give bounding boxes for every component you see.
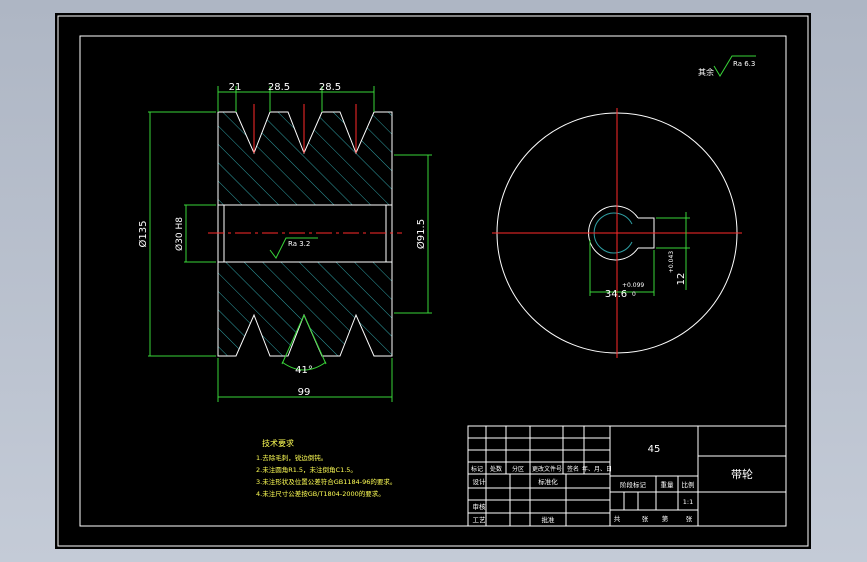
drawing-sheet: 21 28.5 28.5 Ø135 Ø30 H8 Ø91.5 41° 99 Ra… [57,15,809,547]
dim-keyway-depth: 34.6 [605,289,627,300]
tb-sheet-no: 第 [662,514,669,523]
tb-stage-mark: 阶段标记 [620,480,647,489]
material: 45 [648,444,661,455]
part-name: 带轮 [731,467,753,481]
tb-sheets-total-unit: 张 [642,514,649,523]
cad-drawing-viewport[interactable]: 21 28.5 28.5 Ø135 Ø30 H8 Ø91.5 41° 99 Ra… [55,13,811,549]
roughness-rest-label: 其余 [698,67,714,77]
upper-profile [217,111,393,206]
dim-keyway-width-tol: +0.043 [668,251,675,273]
dim-width: 99 [298,387,311,398]
tb-standardize: 标准化 [538,477,558,486]
section-dimensions [148,86,432,402]
dim-hub-diameter: Ø91.5 [415,219,427,249]
roughness-rest-symbol [713,55,756,77]
lower-section-hatch [218,262,392,356]
tb-weight: 重量 [661,481,675,489]
side-dimensions [589,212,690,296]
outer-border [57,15,809,547]
dim-groove-pitch-1: 21 [229,82,242,93]
upper-section-hatch [218,112,392,205]
dim-groove-pitch-3: 28.5 [319,82,341,93]
tb-header-doc: 更改文件号 [532,465,562,473]
roughness-bore-symbol [269,237,318,259]
tb-sheets-total: 共 [614,514,621,523]
tb-header-date: 年、月、日 [582,465,612,473]
dim-outer-diameter: Ø135 [137,221,149,248]
tb-header-mark: 标记 [471,465,483,473]
dim-keyway-width: 12 [676,273,687,286]
tb-scale-label: 比例 [682,480,695,489]
roughness-bore-value: Ra 3.2 [288,240,310,248]
tech-req-item-1: 1.去除毛刺，锐边倒钝。 [256,453,327,462]
tb-header-count: 处数 [490,465,502,473]
tb-header-sign: 签名 [567,465,579,473]
dim-keyway-depth-tol2: 0 [632,291,636,298]
inner-frame [79,35,787,527]
tech-req-item-2: 2.未注圆角R1.5，未注倒角C1.5。 [256,465,357,474]
tb-review: 审核 [473,502,487,511]
dim-groove-angle: 41° [295,365,313,376]
tb-process: 工艺 [473,516,487,524]
side-view [492,108,742,358]
tech-req-item-3: 3.未注形状及位置公差符合GB1184-96的要求。 [256,477,396,486]
tech-requirements: 技术要求 1.去除毛刺，锐边倒钝。 2.未注圆角R1.5，未注倒角C1.5。 3… [256,438,396,498]
tech-req-title: 技术要求 [262,438,294,448]
tb-sheet-no-unit: 张 [686,514,693,523]
dim-keyway-depth-tol: +0.099 [622,282,644,289]
dim-groove-pitch-2: 28.5 [268,82,290,93]
tb-header-zone: 分区 [512,465,524,473]
title-block-grid [467,425,787,527]
tb-approve: 批准 [542,515,556,524]
tb-scale: 1:1 [683,498,693,506]
dim-bore-diameter: Ø30 H8 [174,217,185,251]
roughness-rest-value: Ra 6.3 [733,60,755,68]
tb-design: 设计 [473,477,487,486]
tech-req-item-4: 4.未注尺寸公差按GB/T1804-2000的要求。 [256,489,385,498]
